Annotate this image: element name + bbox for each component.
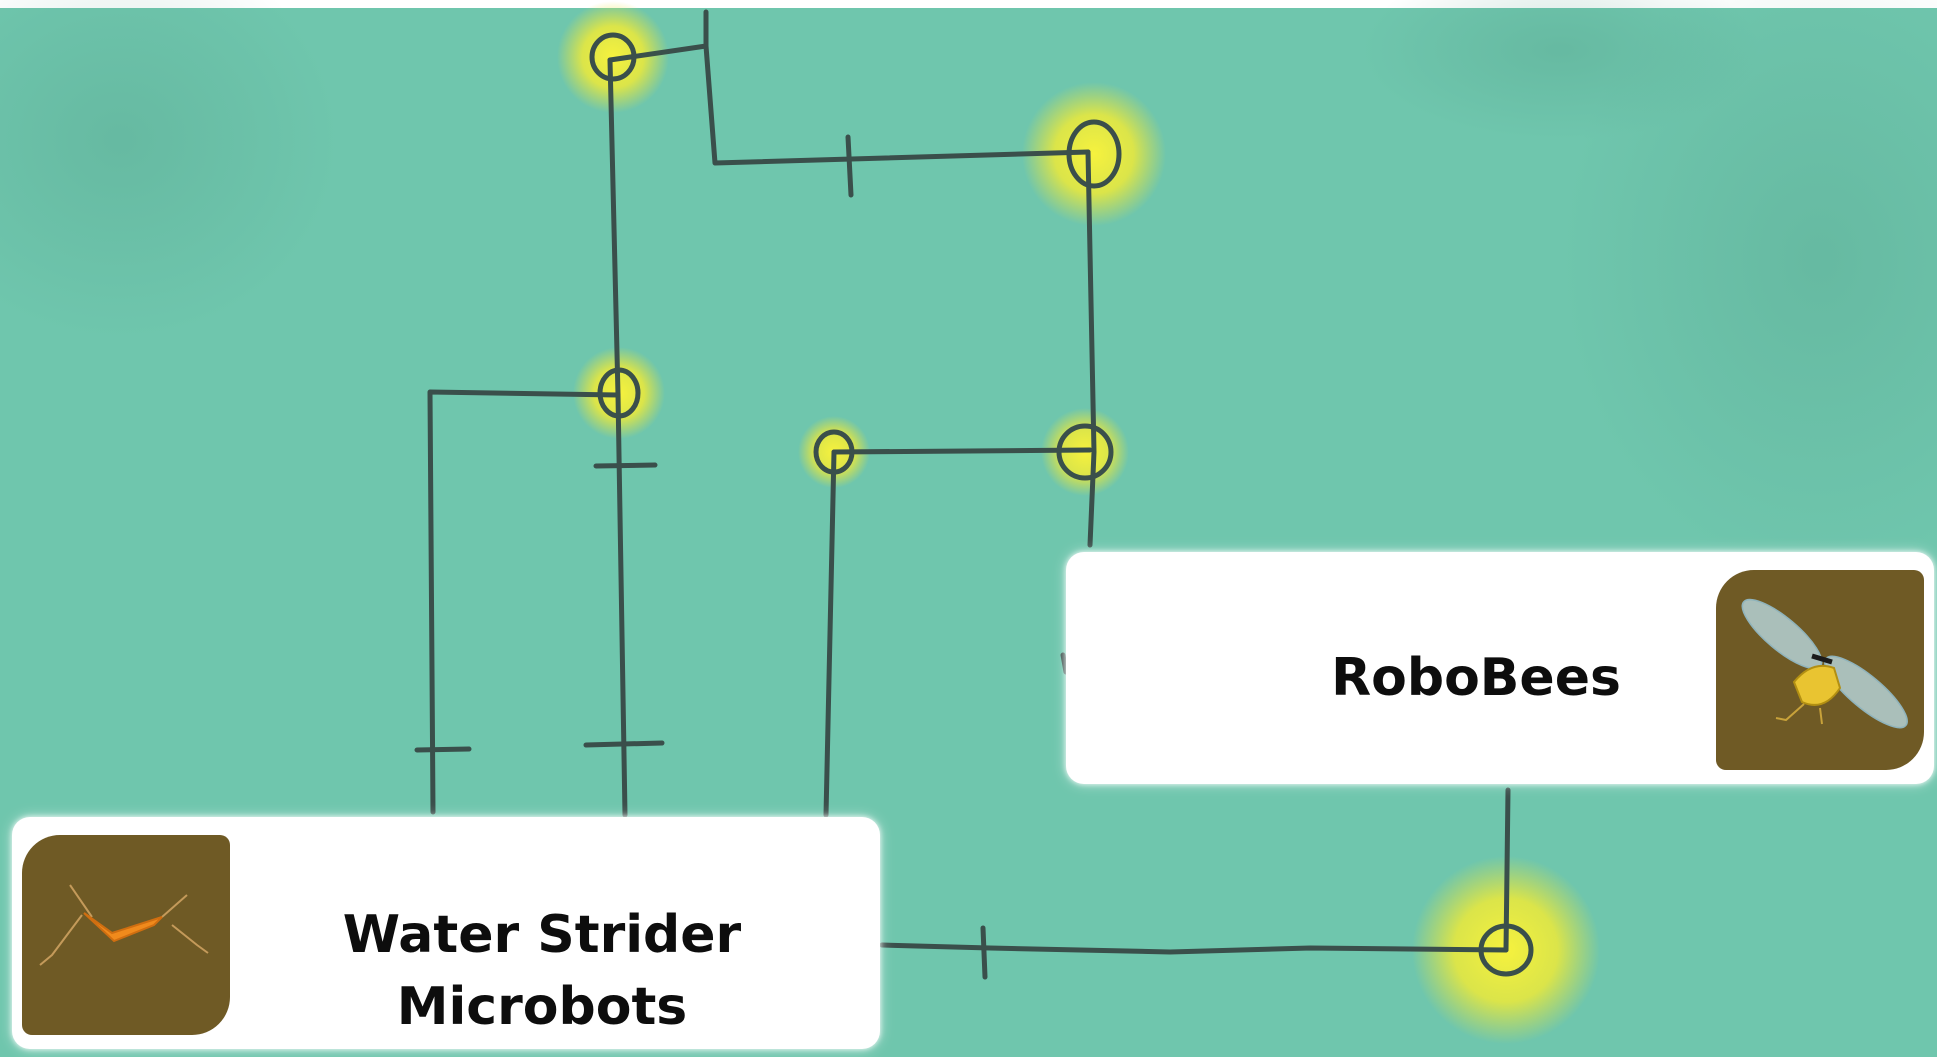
circuit-wire	[1060, 652, 1069, 675]
bee-leg	[1775, 703, 1805, 722]
circuit-node	[813, 429, 855, 475]
background-shade-top-right	[1360, 0, 1760, 140]
wire-tick	[980, 925, 988, 980]
bee-leg	[1819, 707, 1823, 725]
circuit-wire	[427, 389, 621, 815]
node-glow	[1022, 82, 1166, 226]
circuit-wire	[703, 43, 1091, 166]
bee-antenna	[1811, 653, 1833, 665]
bee-wing	[1741, 598, 1823, 670]
circuit-node	[1056, 423, 1114, 481]
wire-layer	[414, 9, 1511, 980]
water-strider-icon	[39, 884, 209, 966]
water-strider-thumbnail	[22, 835, 230, 1035]
circuit-node	[597, 367, 641, 419]
wire-tick	[593, 462, 658, 469]
strider-leg	[69, 884, 93, 918]
circuit-wire	[823, 449, 837, 818]
circuit-node	[589, 32, 637, 82]
circuit-wire	[1503, 787, 1511, 953]
strider-body	[83, 912, 163, 943]
node-layer	[589, 32, 1534, 977]
robobee-icon	[1741, 598, 1908, 729]
bee-body	[1792, 664, 1842, 706]
robobees-title: RoboBees	[1331, 648, 1621, 708]
circuit-wire	[879, 942, 1509, 955]
node-glow	[557, 1, 669, 113]
strider-leg	[161, 894, 188, 918]
circuit-node	[1066, 119, 1122, 189]
circuit-wire	[831, 447, 1093, 455]
robobees-card[interactable]: RoboBees	[1066, 552, 1934, 784]
wire-tick	[583, 740, 665, 748]
strider-leg	[39, 914, 83, 966]
wire-tick	[414, 746, 472, 753]
wire-tick	[845, 134, 854, 198]
circuit-wire	[1085, 149, 1097, 548]
background-shade-left	[0, 0, 340, 340]
robobees-thumbnail	[1716, 570, 1924, 770]
background-shade-right	[1560, 0, 1937, 580]
circuit-node	[1478, 923, 1534, 977]
water-strider-title: Water Strider Microbots	[342, 905, 742, 1037]
strider-leg	[171, 924, 209, 954]
water-strider-card[interactable]: Water Strider Microbots	[12, 817, 880, 1049]
